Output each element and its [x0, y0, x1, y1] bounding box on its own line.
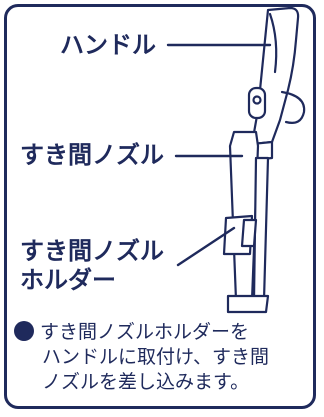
nozzle-holder-label-line1: すき間ノズル [20, 237, 164, 265]
handle-grip-inner-edge [268, 12, 278, 74]
nozzle-holder-latch [240, 218, 258, 248]
holder-leader-line [176, 226, 236, 267]
diagram-frame [4, 4, 316, 409]
crevice-nozzle-label: すき間ノズル [20, 141, 164, 169]
instruction-note: すき間ノズルホルダーを ハンドルに取付け、すき間 ノズルを差し込みます。 [14, 320, 314, 395]
note-line-1: すき間ノズルホルダーを [14, 320, 314, 345]
handle-label: ハンドル [60, 31, 156, 59]
lower-base [226, 294, 270, 314]
nozzle-holder-label-line2: ホルダー [20, 266, 116, 294]
note-line-2: ハンドルに取付け、すき間 [42, 346, 270, 368]
note-line-1-text: すき間ノズルホルダーを [40, 321, 250, 343]
handle-hook [280, 90, 306, 124]
note-line-3: ノズルを差し込みます。 [42, 371, 250, 393]
handle-switch-button [252, 95, 262, 105]
bullet-icon [14, 321, 34, 341]
